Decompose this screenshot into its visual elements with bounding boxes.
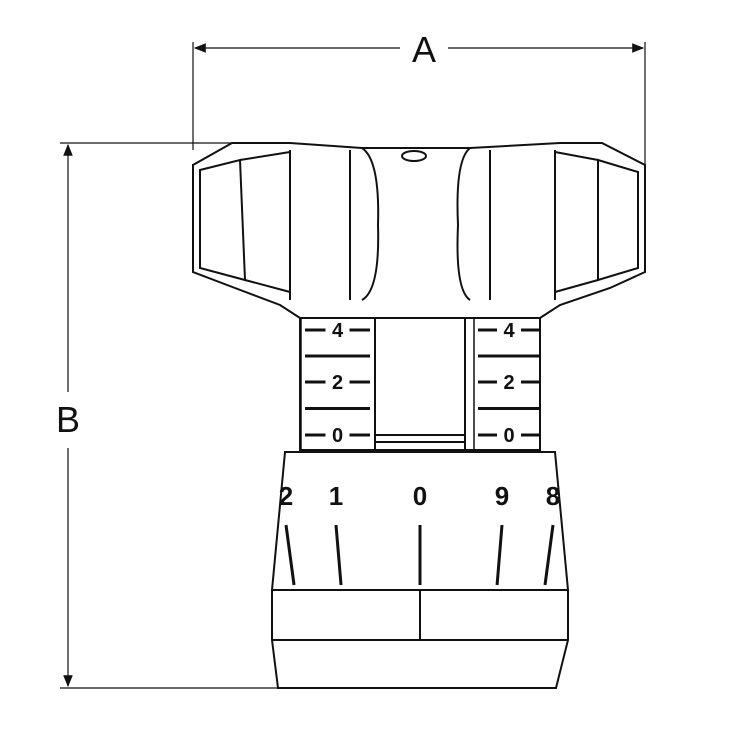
dimension-a-label: A — [412, 29, 436, 70]
dial-label: 0 — [413, 481, 427, 511]
scale-label: 2 — [503, 372, 514, 394]
knob-groove-line — [361, 147, 380, 301]
scale-label: 4 — [503, 320, 515, 342]
knob-top-hole — [401, 150, 427, 162]
spindle-body — [299, 317, 541, 451]
dial-tick — [543, 524, 555, 586]
scale-label: 2 — [332, 372, 343, 394]
spindle — [299, 317, 541, 451]
dimension-b: B — [56, 142, 290, 689]
scale-label: 0 — [332, 425, 343, 447]
knob-edge-line — [554, 279, 599, 293]
knob-edge-line — [554, 151, 599, 161]
left-scale: 4 2 0 — [300, 318, 370, 450]
knob-lobe-right-face — [597, 158, 639, 282]
knob-edge-line — [244, 279, 291, 293]
knob-groove-line — [456, 147, 471, 301]
dial-tick — [495, 524, 504, 586]
knob-lobe-left-face — [199, 158, 247, 282]
knob-head — [192, 142, 646, 319]
knob-head-outline — [192, 142, 646, 319]
dial-tick — [334, 524, 343, 586]
dimension-b-label: B — [56, 399, 80, 440]
right-scale: 4 2 0 — [473, 318, 540, 450]
knob-edge-line — [239, 151, 291, 161]
dial-label: 2 — [279, 481, 293, 511]
dial-collar — [270, 451, 570, 689]
dial-label: 9 — [495, 481, 509, 511]
scale-label: 4 — [332, 320, 344, 342]
dial-tick — [284, 524, 296, 586]
dial-label: 8 — [546, 481, 560, 511]
dial-label: 1 — [329, 481, 343, 511]
dimension-a: A — [192, 29, 646, 165]
scale-label: 0 — [503, 425, 514, 447]
